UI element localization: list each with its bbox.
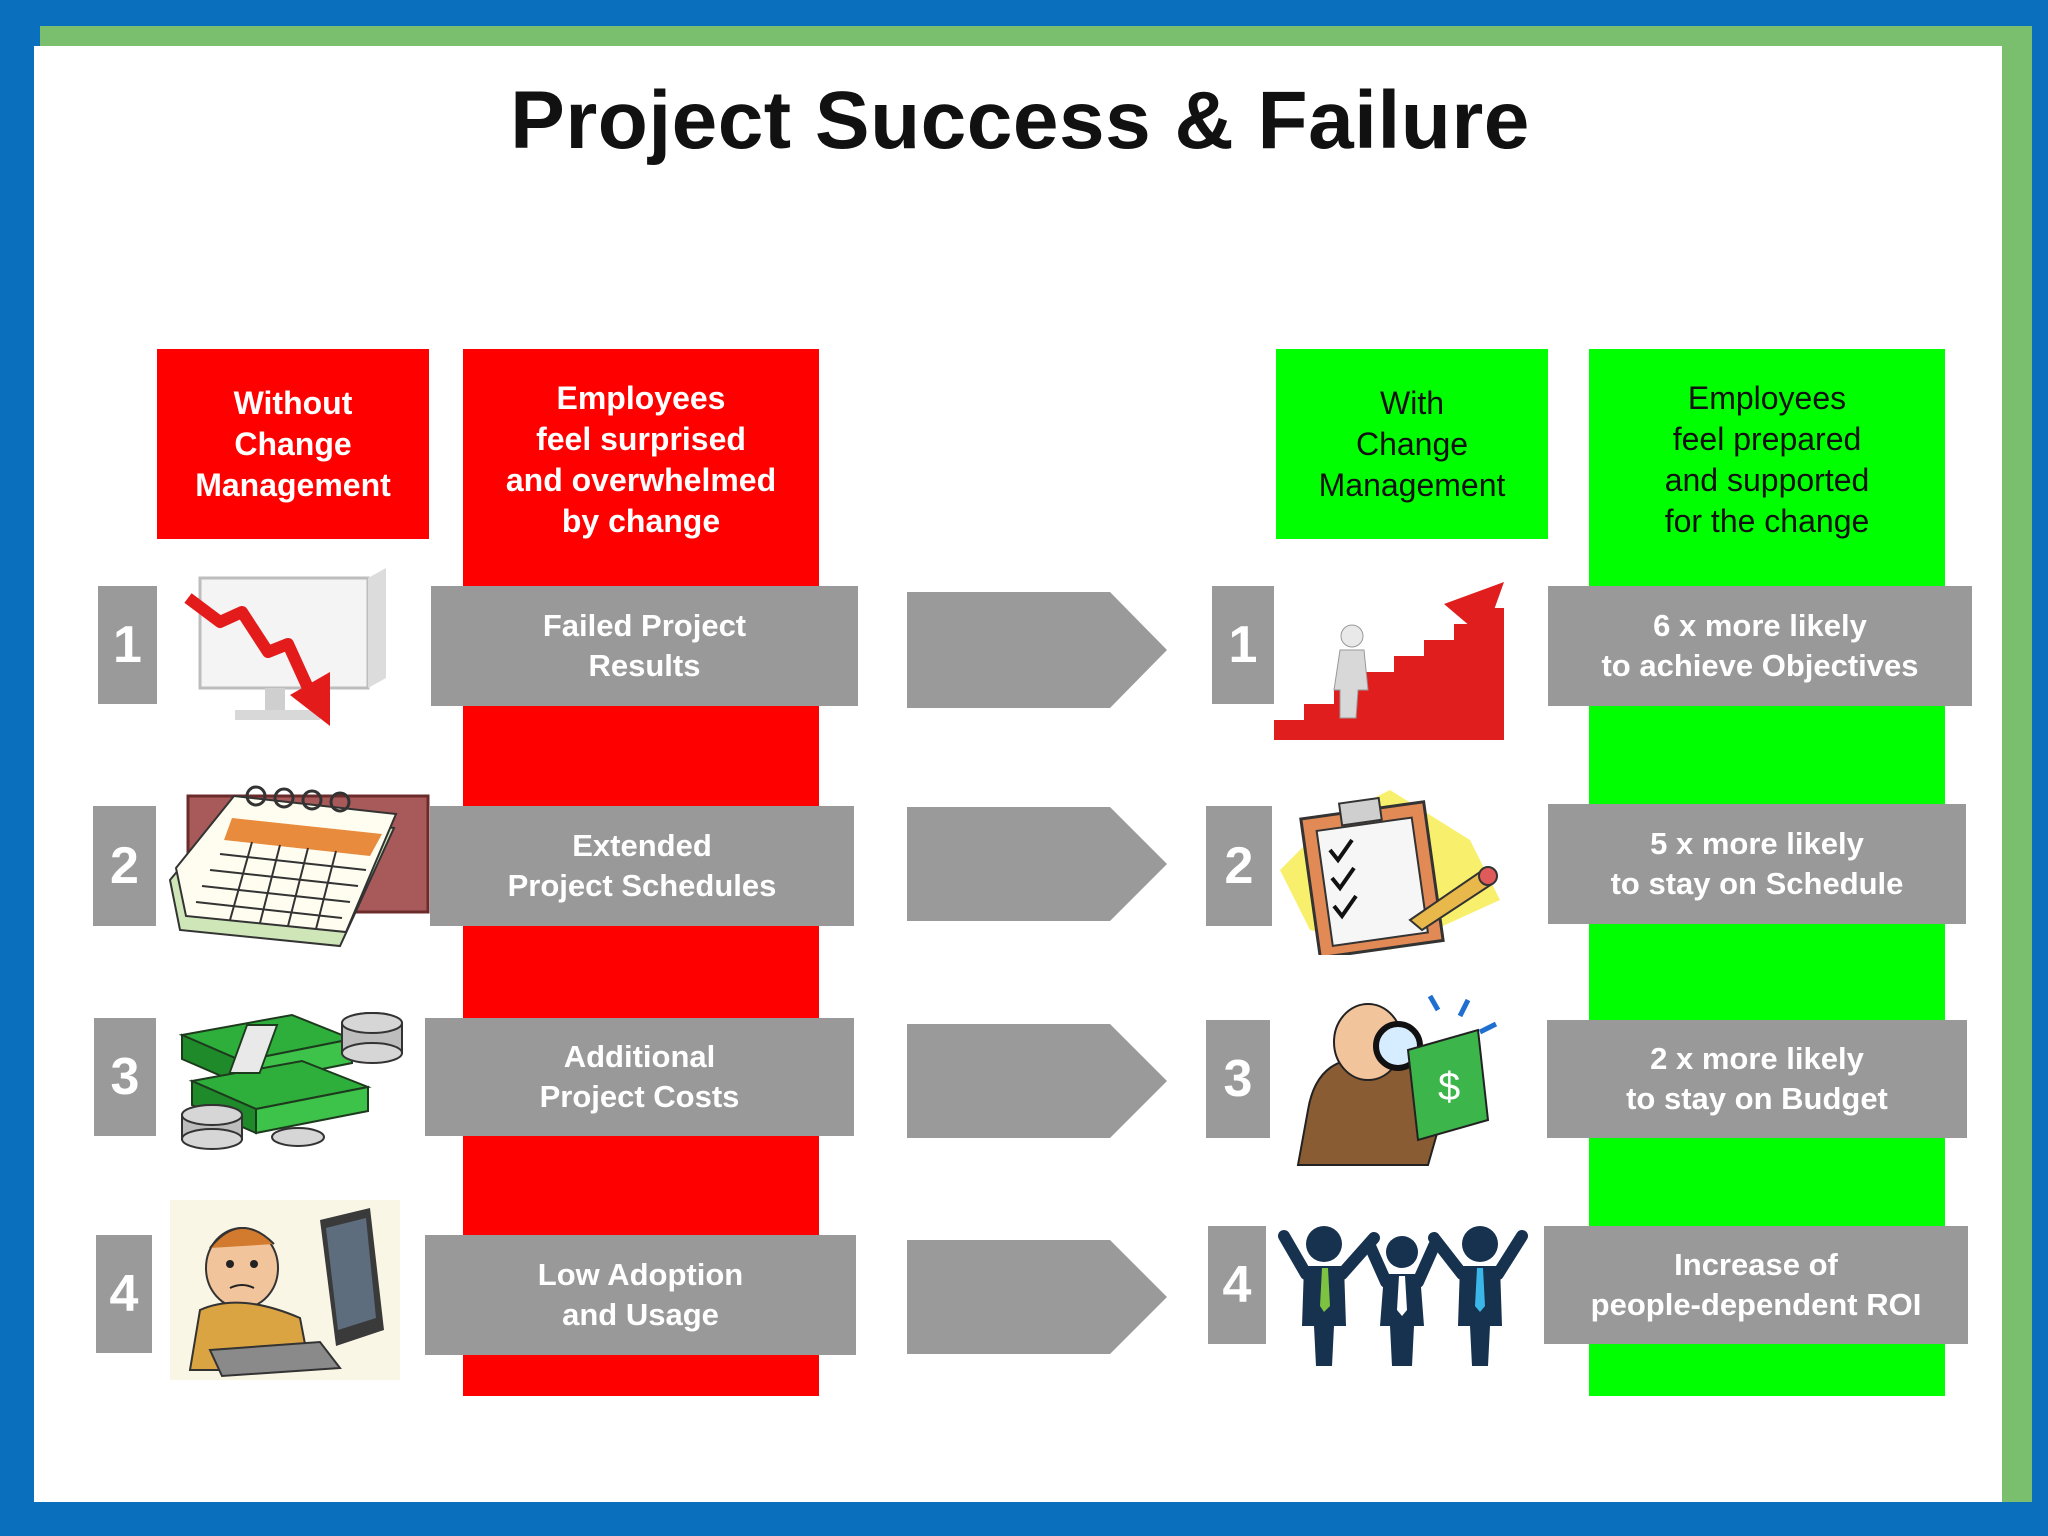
right-number-3: 3 — [1206, 1020, 1270, 1138]
with-change-management-header: With Change Management — [1276, 349, 1548, 539]
right-result-4: Increase of people-dependent ROI — [1544, 1226, 1968, 1344]
left-number-2: 2 — [93, 806, 156, 926]
stairs-up-icon — [1274, 582, 1504, 740]
without-change-management-header: Without Change Management — [157, 349, 429, 539]
right-result-1: 6 x more likely to achieve Objectives — [1548, 586, 1972, 706]
left-result-1: Failed Project Results — [431, 586, 858, 706]
arrow-right-icon — [907, 1024, 1167, 1138]
arrow-right-icon — [907, 592, 1167, 708]
right-number-4: 4 — [1208, 1226, 1266, 1344]
left-number-3: 3 — [94, 1018, 156, 1136]
right-result-3: 2 x more likely to stay on Budget — [1547, 1020, 1967, 1138]
arrow-right-icon — [907, 807, 1167, 921]
calendar-icon — [168, 785, 430, 948]
frustrated-user-icon — [170, 1200, 400, 1380]
page-title: Project Success & Failure — [510, 75, 1530, 166]
right-column-header: Employees feel prepared and supported fo… — [1664, 380, 1870, 539]
right-number-1: 1 — [1212, 586, 1274, 704]
right-number-2: 2 — [1206, 806, 1272, 926]
checklist-icon — [1280, 790, 1500, 955]
left-result-4: Low Adoption and Usage — [425, 1235, 856, 1355]
team-celebrating-icon — [1278, 1226, 1528, 1366]
right-result-2: 5 x more likely to stay on Schedule — [1548, 804, 1966, 924]
budget-inspector-icon: $ — [1296, 994, 1498, 1166]
arrow-right-icon — [907, 1240, 1167, 1354]
left-column-header: Employees feel surprised and overwhelmed… — [505, 380, 777, 539]
money-stack-icon — [178, 1012, 403, 1150]
svg-text:$: $ — [1438, 1065, 1460, 1109]
left-number-4: 4 — [96, 1235, 152, 1353]
left-result-3: Additional Project Costs — [425, 1018, 854, 1136]
left-number-1: 1 — [98, 586, 157, 704]
declining-chart-icon — [184, 568, 386, 726]
left-result-2: Extended Project Schedules — [430, 806, 854, 926]
